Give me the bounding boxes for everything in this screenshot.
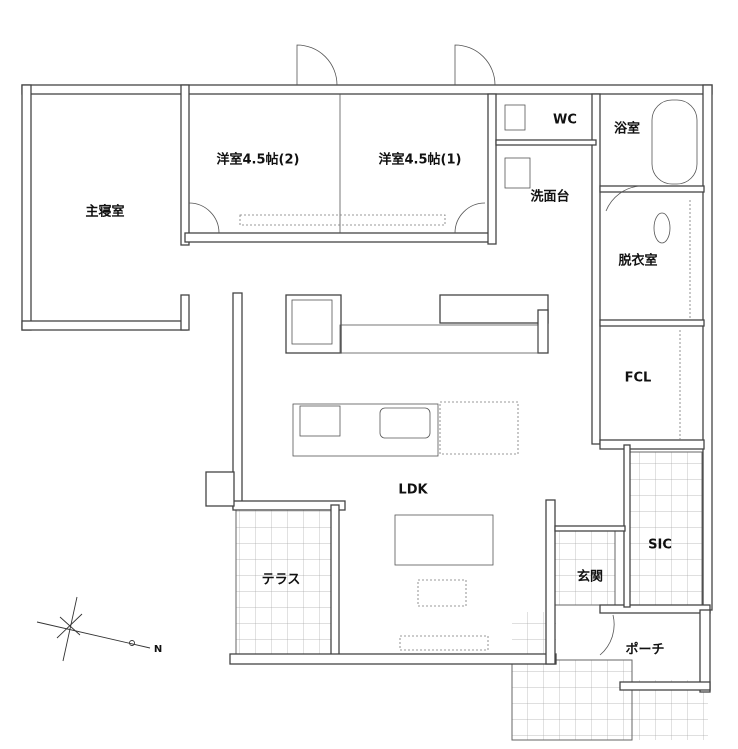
room-label-western-room-2: 洋室4.5帖(2)	[217, 152, 300, 168]
north-label: N	[154, 644, 162, 655]
room-label-terrace: テラス	[262, 573, 301, 588]
room-label-entrance: 玄関	[577, 569, 603, 585]
room-label-fcl: FCL	[625, 371, 652, 386]
bathtub	[651, 99, 698, 185]
stove	[299, 405, 341, 437]
kitchen-counter	[339, 324, 539, 354]
fridge	[291, 299, 333, 345]
washing-machine	[653, 212, 671, 244]
room-label-wc: WC	[553, 113, 577, 128]
room-label-porch: ポーチ	[625, 642, 664, 658]
toilet	[504, 104, 526, 131]
room-label-washstand: 洗面台	[530, 189, 569, 205]
room-label-ldk: LDK	[398, 483, 428, 498]
kitchen-island	[292, 403, 439, 457]
room-label-sic: SIC	[648, 538, 672, 553]
coffee-table	[417, 579, 467, 607]
room-label-bathroom: 浴室	[614, 121, 640, 137]
sic-floor	[627, 451, 703, 608]
wash-basin	[504, 157, 531, 189]
room-label-master-bedroom: 主寝室	[85, 204, 124, 220]
walls	[21, 84, 713, 693]
dining-table	[439, 401, 519, 455]
sink	[379, 407, 431, 439]
room-label-western-room-1: 洋室4.5帖(1)	[379, 152, 462, 168]
tv-board	[399, 635, 489, 651]
terrace-floor	[235, 509, 333, 657]
sofa	[394, 514, 494, 566]
room-label-dressing-room: 脱衣室	[618, 253, 657, 269]
north-arrow-icon	[36, 596, 151, 662]
entrance-floor	[554, 529, 616, 606]
